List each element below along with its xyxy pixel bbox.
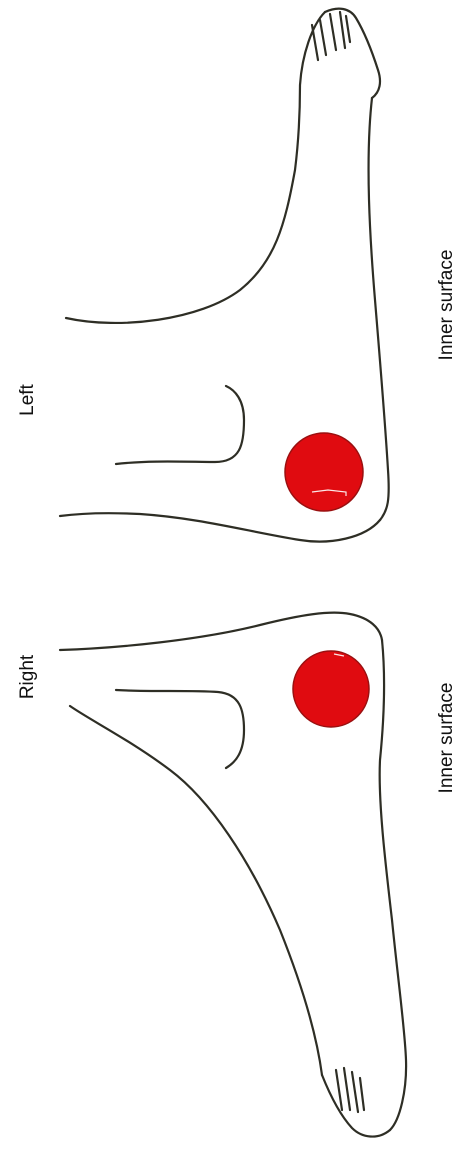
left-foot-sole-line bbox=[369, 98, 389, 520]
left-inner-surface-label: Inner surface bbox=[436, 250, 458, 361]
right-inner-surface-label: Inner surface bbox=[436, 683, 458, 794]
left-foot-dorsum-line bbox=[66, 12, 325, 323]
left-foot-toe-lines bbox=[312, 12, 350, 60]
right-foot-toe-lines bbox=[336, 1068, 364, 1112]
left-foot-heel-line bbox=[60, 513, 380, 541]
right-ankle-line bbox=[116, 690, 244, 768]
right-foot-dorsum-line bbox=[70, 706, 322, 1075]
left-ankle-line bbox=[116, 386, 244, 464]
left-foot-toes bbox=[325, 9, 380, 98]
right-red-dot-marker-icon bbox=[293, 651, 369, 727]
left-red-dot-marker-icon bbox=[285, 433, 363, 511]
right-foot-sole-line bbox=[380, 640, 406, 1130]
right-foot-back-line bbox=[60, 613, 382, 650]
left-label: Left bbox=[17, 384, 39, 416]
right-label: Right bbox=[17, 655, 39, 699]
